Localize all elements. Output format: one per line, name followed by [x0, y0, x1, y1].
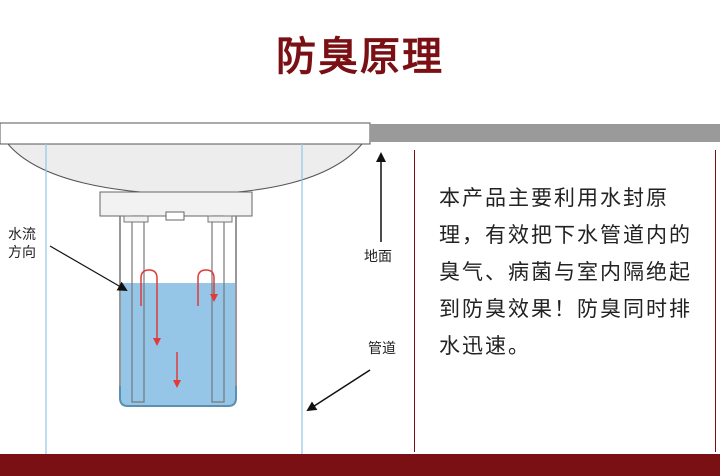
drain-basin	[6, 143, 364, 195]
floor-slab-right	[370, 124, 720, 142]
flow-loop-left	[140, 269, 161, 346]
flow-loop-right	[197, 269, 218, 306]
page-title: 防臭原理	[276, 34, 444, 80]
description-text: 本产品主要利用水封原理，有效把下水管道内的臭气、病菌与室内隔绝起到防臭效果！防臭…	[439, 186, 692, 358]
bottom-bar	[0, 454, 720, 476]
pipe-label-pointer	[306, 369, 371, 412]
flow-label-pointer	[49, 245, 128, 292]
cup-bottom	[119, 386, 237, 407]
description-panel: 本产品主要利用水封原理，有效把下水管道内的臭气、病菌与室内隔绝起到防臭效果！防臭…	[414, 150, 716, 452]
inner-tube-left2	[123, 215, 149, 223]
inner-tube-right2	[207, 215, 233, 223]
floor-slab-left	[0, 122, 371, 145]
water-fill	[121, 283, 235, 405]
drain-nut	[165, 211, 185, 221]
flow-direction-label: 水流 方向	[8, 227, 36, 261]
pipe-label: 管道	[368, 341, 396, 357]
floor-label: 地面	[364, 249, 392, 265]
